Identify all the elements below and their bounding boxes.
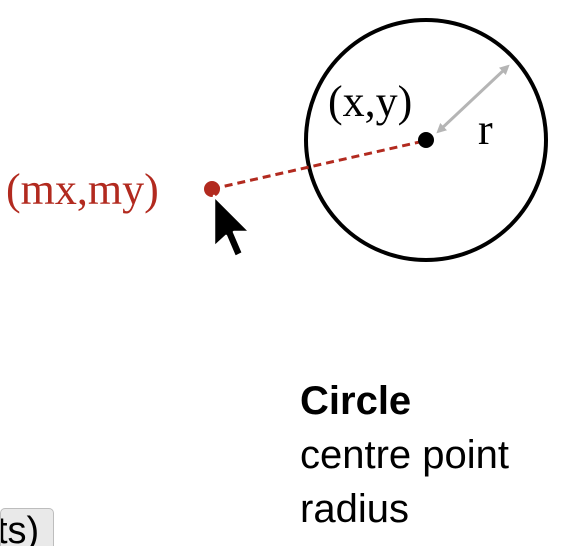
radius-label: r xyxy=(478,105,493,154)
mouse-point xyxy=(204,181,220,197)
circle-description: Circle centre point radius xyxy=(300,374,509,536)
description-radius: radius xyxy=(300,487,409,531)
centre-point xyxy=(418,132,434,148)
description-title: Circle xyxy=(300,379,412,423)
mouse-label: (mx,my) xyxy=(6,165,159,214)
distance-line xyxy=(211,139,425,191)
partial-label: ts) xyxy=(0,508,54,546)
radius-arrow xyxy=(436,64,510,134)
description-centre: centre point xyxy=(300,433,510,477)
centre-label: (x,y) xyxy=(328,77,412,126)
circle-outline xyxy=(304,18,548,262)
mouse-cursor-icon xyxy=(212,194,252,259)
